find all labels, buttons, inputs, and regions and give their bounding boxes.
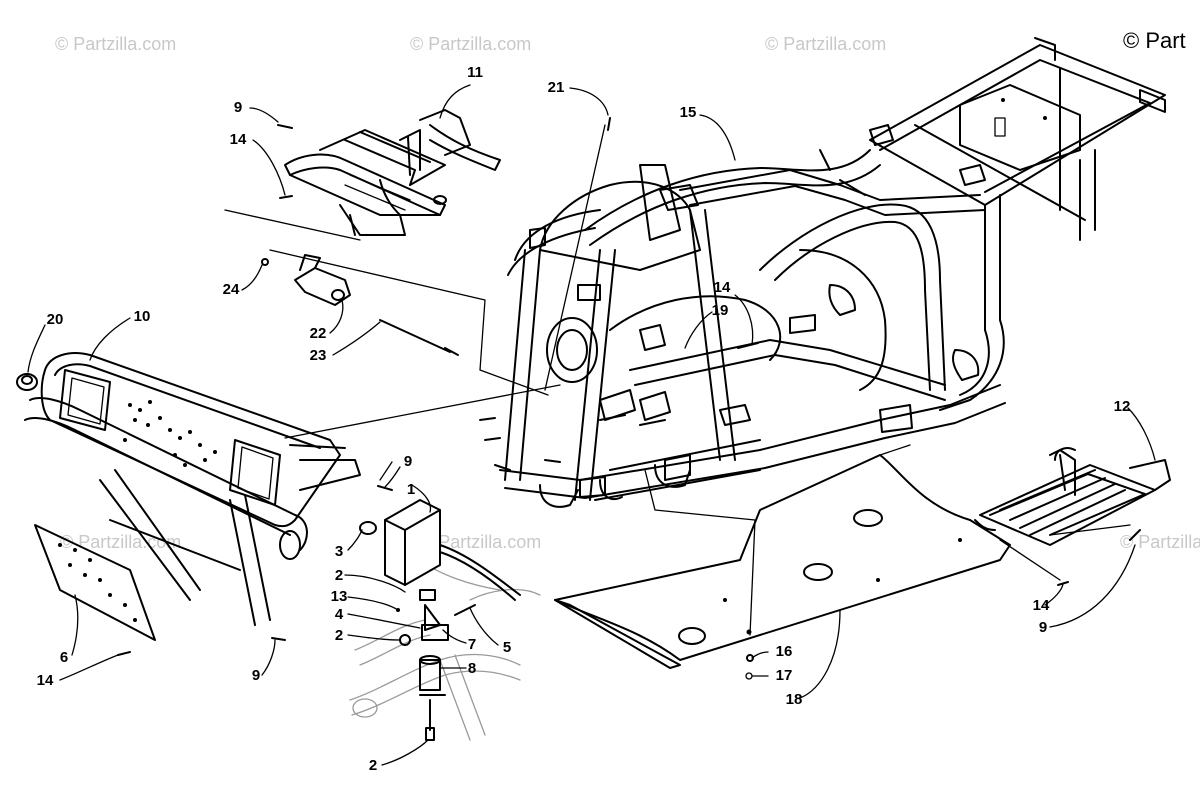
watermark: © Partzilla.com	[420, 532, 541, 552]
callout-9: 9	[404, 453, 412, 470]
watermark: © Partzilla.com	[410, 34, 531, 54]
skid-plate	[554, 454, 1011, 669]
callout-14: 14	[230, 131, 247, 148]
watermark: © Partzilla.com	[765, 34, 886, 54]
callout-13: 13	[331, 588, 348, 605]
callout-15: 15	[680, 104, 697, 121]
callout-7: 7	[468, 636, 476, 653]
callout-2: 2	[369, 757, 377, 774]
callout-4: 4	[335, 606, 344, 623]
watermark: © Partzilla.com	[1120, 532, 1200, 552]
watermarks: © Partzilla.com © Partzilla.com © Partzi…	[55, 28, 1200, 552]
reference-lines	[224, 124, 1131, 636]
plate-mesh	[58, 543, 137, 622]
callout-1: 1	[407, 481, 415, 498]
callout-12: 12	[1114, 398, 1131, 415]
corner-copyright: © Part	[1123, 28, 1186, 53]
callout-8: 8	[468, 660, 476, 677]
right-footrest	[974, 447, 1171, 546]
callout-10: 10	[134, 308, 151, 325]
callout-18: 18	[786, 691, 803, 708]
callout-24: 24	[223, 281, 240, 298]
leader-lines	[27, 84, 1156, 766]
background-tubing	[349, 559, 541, 741]
watermark: © Partzilla.com	[55, 34, 176, 54]
callout-14: 14	[714, 279, 731, 296]
callout-19: 19	[712, 302, 729, 319]
callout-20: 20	[47, 311, 64, 328]
callout-9: 9	[252, 667, 260, 684]
callout-3: 3	[335, 543, 343, 560]
watermark: © Partzilla.com	[60, 532, 181, 552]
callout-16: 16	[776, 643, 793, 660]
callout-5: 5	[503, 639, 511, 656]
callout-2: 2	[335, 567, 343, 584]
left-footrest	[284, 109, 501, 236]
callout-2: 2	[335, 627, 343, 644]
callout-9: 9	[234, 99, 242, 116]
fasteners	[117, 117, 1141, 680]
callout-14: 14	[37, 672, 54, 689]
callout-9: 9	[1039, 619, 1047, 636]
callouts: 1 2 2 2 3 4 5 6 7 8 9 9 9 9 10 11 12 13 …	[37, 64, 1131, 774]
bumper-mesh	[123, 400, 217, 467]
callout-22: 22	[310, 325, 327, 342]
callout-11: 11	[467, 64, 483, 81]
callout-6: 6	[60, 649, 68, 666]
main-frame	[479, 37, 1166, 508]
rack-bracket	[261, 254, 459, 356]
callout-23: 23	[310, 347, 327, 364]
callout-21: 21	[548, 79, 565, 96]
callout-17: 17	[776, 667, 793, 684]
front-bumper	[16, 352, 361, 641]
callout-14: 14	[1033, 597, 1050, 614]
